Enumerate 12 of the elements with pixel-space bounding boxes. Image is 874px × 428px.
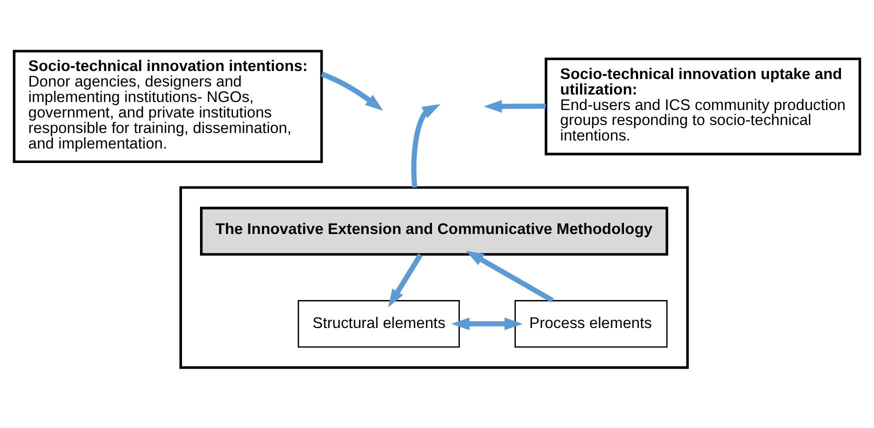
arrow bbox=[411, 104, 440, 188]
arrow bbox=[484, 100, 546, 112]
node-box: The Innovative Extension and Communicative Methodology bbox=[200, 206, 668, 256]
cluster bbox=[179, 186, 689, 368]
node-box: Socio-technical innovation uptake and utilization: End-users and ICS community production groups responding to socio-technical intentions. bbox=[544, 57, 862, 155]
node-box: Socio-technical innovation intentions: Donor agencies, designers and implementing institutions- NGOs, government, and private institutions responsible for training, dissemination, and implementation. bbox=[12, 49, 323, 163]
node-box: Structural elements bbox=[298, 300, 460, 348]
arrow bbox=[466, 250, 554, 302]
arrow bbox=[388, 252, 423, 307]
node-box: Process elements bbox=[514, 300, 668, 348]
arrow bbox=[451, 317, 523, 330]
arrow bbox=[320, 71, 384, 110]
